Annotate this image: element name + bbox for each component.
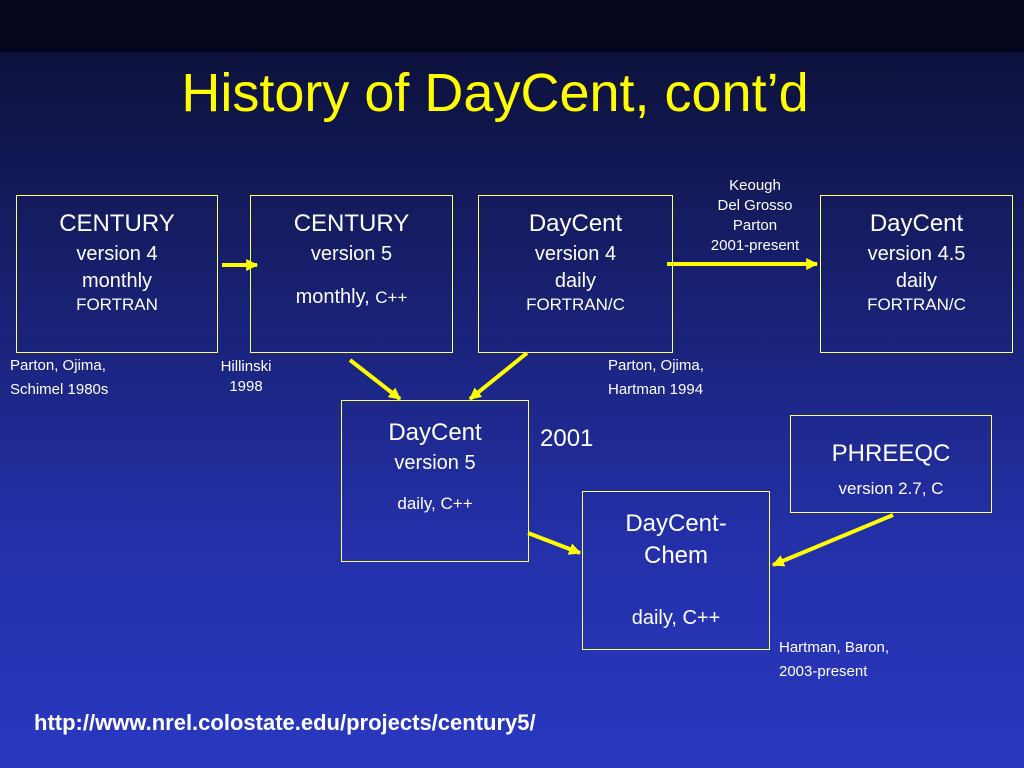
box-timestep: daily (554, 270, 597, 292)
box-title: DayCent (528, 210, 623, 237)
box-language: FORTRAN (76, 295, 158, 314)
box-daycent-v4: DayCent version 4 daily FORTRAN/C (478, 195, 673, 353)
box-version: version 4.5 (867, 243, 966, 265)
arrow-century5-to-daycent5 (348, 358, 402, 401)
caption-line: 1998 (229, 378, 263, 395)
box-daycent-v45: DayCent version 4.5 daily FORTRAN/C (820, 195, 1013, 353)
box-title: DayCent (869, 210, 964, 237)
box-timestep-language: monthly, C++ (251, 284, 452, 310)
box-title-cont: Chem (643, 542, 709, 569)
year-2001-label: 2001 (540, 425, 594, 452)
slide-title: History of DayCent, cont’d (181, 63, 809, 123)
box-language: FORTRAN/C (867, 295, 966, 314)
box-timestep: monthly (81, 270, 153, 292)
arrow-daycent5-to-daycentchem (527, 531, 582, 555)
box-version: version 4 (534, 243, 617, 265)
box-daycent-v5: DayCent version 5 daily, C++ (341, 400, 529, 562)
caption-line: Parton (732, 217, 778, 234)
caption-hartman-baron: Hartman, Baron, 2003-present (779, 636, 889, 684)
box-phreeqc: PHREEQC version 2.7, C (790, 415, 992, 513)
top-band (0, 0, 1024, 52)
box-version: version 4 (76, 243, 158, 265)
box-timestep: daily (895, 270, 938, 292)
box-language: FORTRAN/C (526, 295, 625, 314)
box-title: DayCent- (625, 510, 727, 537)
box-century-v5: CENTURY version 5 monthly, C++ (250, 195, 453, 353)
caption-line: Parton, Ojima, (10, 357, 106, 374)
caption-keough: Keough Del Grosso Parton 2001-present (690, 176, 820, 256)
caption-parton-hartman: Parton, Ojima, Hartman 1994 (608, 354, 704, 402)
caption-line: Hillinski (220, 358, 272, 375)
box-daycent-chem: DayCent- Chem daily, C++ (582, 491, 770, 650)
footer-url-link[interactable]: http://www.nrel.colostate.edu/projects/c… (34, 710, 536, 735)
caption-line: Schimel 1980s (10, 381, 109, 398)
caption-line: Hartman 1994 (608, 381, 704, 398)
caption-hillinski: Hillinski 1998 (206, 357, 286, 397)
arrow-daycent4-to-daycent5 (468, 351, 529, 401)
box-title: CENTURY (59, 210, 175, 237)
box-title: DayCent (388, 419, 482, 446)
caption-line: 2001-present (710, 237, 800, 254)
box-title: CENTURY (293, 210, 410, 237)
caption-line: Parton, Ojima, (608, 357, 704, 374)
box-title: PHREEQC (831, 440, 951, 467)
box-language: C++ (375, 288, 408, 307)
caption-line: Keough (729, 177, 781, 194)
caption-line: Del Grosso (717, 197, 793, 214)
arrow-phreeqc-to-daycentchem (771, 513, 894, 567)
box-version: version 5 (394, 452, 476, 474)
caption-line: Hartman, Baron, (779, 639, 890, 656)
box-timestep-language: daily, C++ (397, 494, 473, 513)
box-timestep: monthly, (295, 286, 376, 308)
caption-parton-schimel: Parton, Ojima, Schimel 1980s (10, 354, 108, 402)
box-timestep-language: daily, C++ (631, 607, 721, 629)
caption-line: 2003-present (779, 663, 868, 680)
box-version: version 2.7, C (838, 479, 944, 498)
box-version: version 5 (310, 243, 393, 265)
box-century-v4: CENTURY version 4 monthly FORTRAN (16, 195, 218, 353)
